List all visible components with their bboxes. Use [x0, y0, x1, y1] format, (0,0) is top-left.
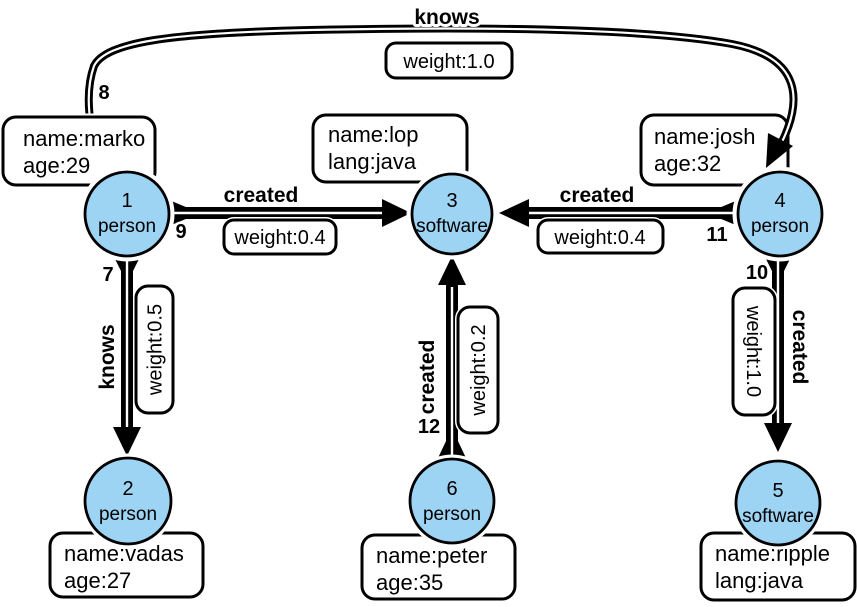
vertex-3-lop: 3 software [406, 168, 498, 260]
arrowhead-curve-icon [766, 133, 793, 168]
weight-box-edge-9: weight:0.4 [221, 217, 339, 257]
property-box-peter: name:peter age:35 [358, 531, 519, 603]
weight-box-edge-7: weight:0.5 [133, 283, 176, 416]
weight-box-edge-8: weight:1.0 [383, 40, 515, 81]
vertex-id: 5 [772, 480, 783, 502]
vertex-label: person [751, 216, 809, 237]
weight-label: weight:0.4 [553, 227, 645, 249]
edge-id-7: 7 [102, 264, 113, 286]
vertex-id: 6 [446, 478, 457, 500]
property-line: name:josh [654, 124, 756, 149]
edge-id-8: 8 [98, 82, 109, 104]
property-box-lop: name:lop lang:java [309, 111, 471, 186]
arrowhead-down-icon [764, 423, 792, 452]
vertex-2-vadas: 2 person [80, 453, 176, 549]
edge-label-knows-vertical: knows [96, 324, 119, 389]
weight-box-edge-11: weight:0.4 [535, 217, 666, 256]
property-line: lang:java [715, 568, 804, 593]
weight-label: weight:1.0 [402, 51, 494, 73]
edge-label-created-right: created [560, 184, 635, 207]
edge-knows-marko-josh [84, 24, 798, 190]
vertex-label: software [742, 506, 814, 527]
property-line: age:27 [64, 568, 131, 593]
arrowhead-up-icon [438, 256, 466, 285]
edge-id-9: 9 [175, 221, 186, 243]
property-line: age:29 [23, 153, 90, 178]
property-line: name:peter [376, 543, 487, 568]
arrowhead-right-icon [382, 199, 411, 227]
edge-id-12: 12 [418, 416, 440, 438]
vertex-id: 1 [121, 190, 132, 212]
edge-created-peter-lop [438, 256, 466, 459]
vertex-label: person [98, 216, 156, 237]
vertex-1-marko: 1 person [79, 166, 175, 262]
property-line: name:marko [23, 126, 145, 151]
property-line: age:35 [376, 570, 443, 595]
edge-label-knows-top: knows [414, 6, 479, 29]
vertex-6-peter: 6 person [405, 454, 499, 548]
weight-box-edge-10: weight:1.0 [730, 285, 778, 418]
vertex-id: 3 [446, 190, 457, 212]
edge-label-created-right-vertical: created [788, 310, 811, 385]
edge-label-created-left: created [224, 184, 299, 207]
arrowhead-left-icon [499, 199, 529, 227]
vertex-label: person [99, 504, 157, 525]
weight-box-edge-12: weight:0.2 [455, 304, 501, 436]
edge-id-11: 11 [706, 224, 727, 246]
arrowhead-down-icon [113, 427, 141, 456]
weight-label: weight:1.0 [742, 305, 764, 397]
weight-label: weight:0.4 [233, 227, 325, 249]
edge-label-created-mid-vertical: created [416, 340, 439, 415]
property-box-josh: name:josh age:32 [637, 111, 792, 189]
property-line: name:lop [328, 122, 419, 147]
vertex-4-josh: 4 person [732, 166, 828, 262]
vertex-label: person [423, 504, 481, 525]
vertex-5-ripple: 5 software [731, 456, 825, 550]
vertex-label: software [416, 216, 488, 237]
vertex-id: 2 [122, 478, 133, 500]
property-line: lang:java [328, 149, 417, 174]
property-line: age:32 [654, 151, 721, 176]
weight-label: weight:0.5 [145, 304, 167, 396]
weight-label: weight:0.2 [468, 324, 490, 416]
vertex-id: 4 [774, 190, 785, 212]
edge-id-10: 10 [746, 262, 768, 284]
